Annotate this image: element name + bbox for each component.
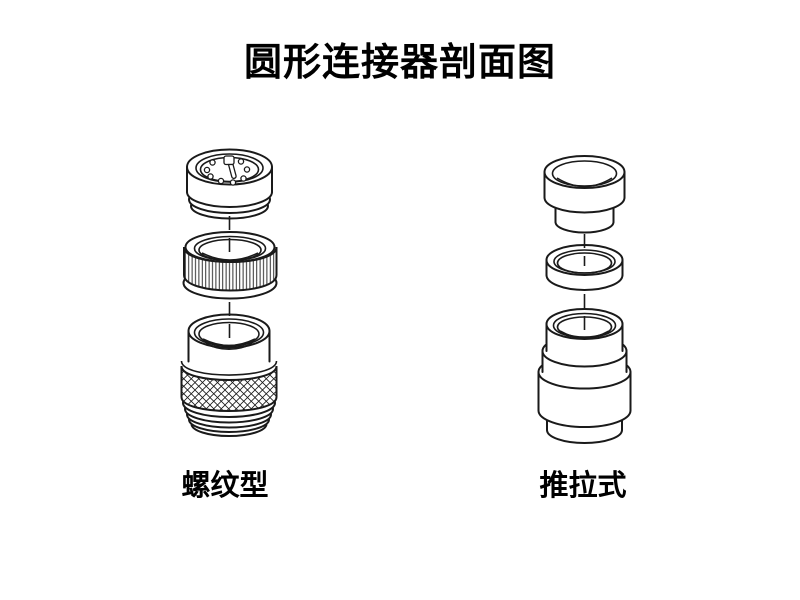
- washer-ring-drawing: [545, 244, 624, 291]
- keyway-slot: [223, 155, 237, 180]
- threaded-body-drawing: [180, 313, 278, 437]
- knurl-texture: [180, 365, 278, 413]
- coupling-ring-drawing: [182, 231, 278, 300]
- pin-insert-cap-drawing: [186, 148, 273, 220]
- page-title: 圆形连接器剖面图: [243, 42, 556, 84]
- threaded-connector-drawing: [180, 148, 278, 437]
- contact-pins: [203, 158, 251, 186]
- label-push-pull-type: 推拉式: [539, 470, 627, 502]
- socket-cap-drawing: [543, 155, 626, 234]
- push-pull-connector-drawing: [537, 155, 632, 444]
- push-pull-body-drawing: [537, 308, 632, 444]
- label-threaded-type: 螺纹型: [181, 470, 269, 502]
